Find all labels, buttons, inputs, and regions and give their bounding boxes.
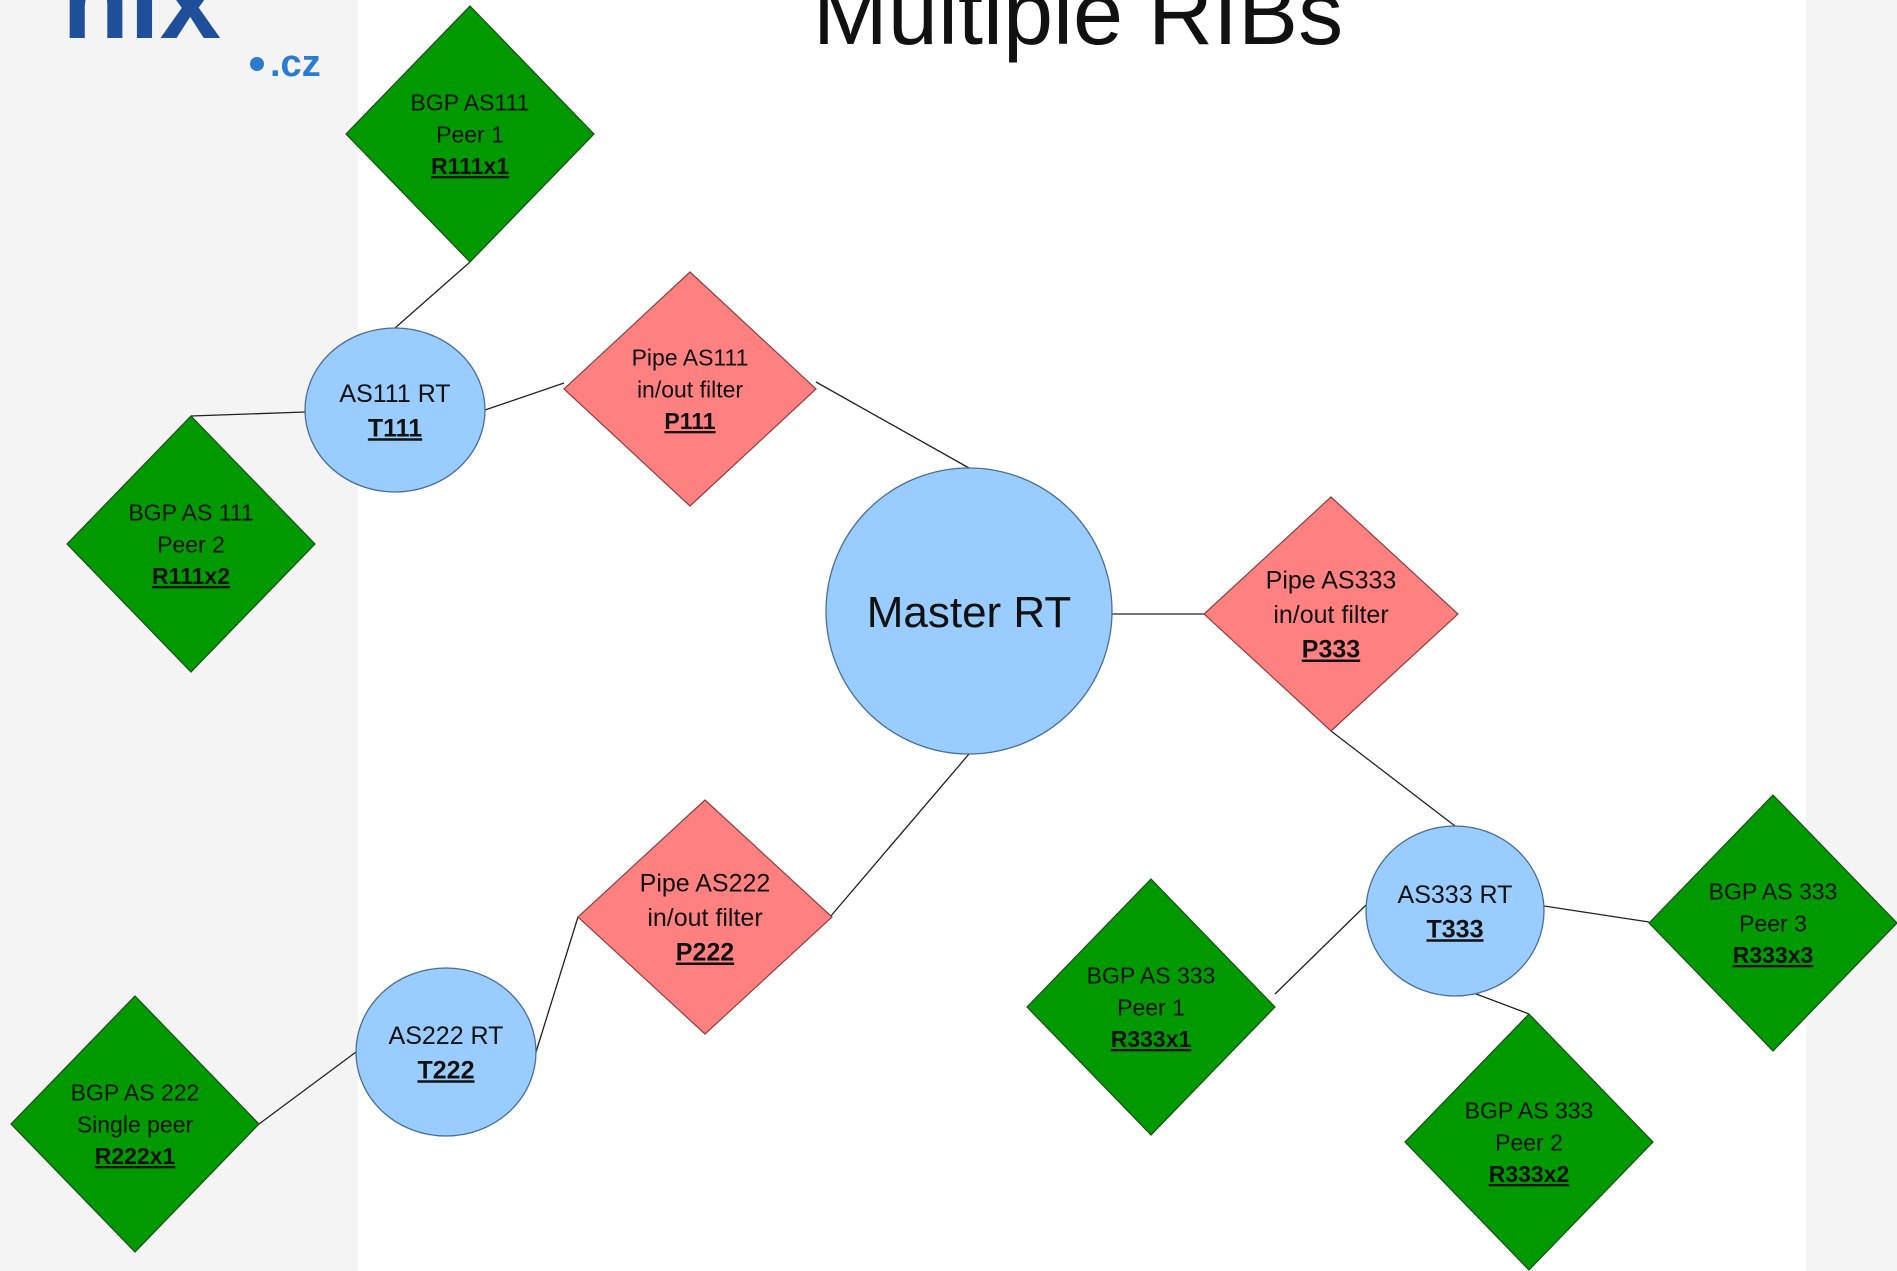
edge-r111x2-t111	[190, 411, 306, 417]
r333x2-code: R333x2	[1489, 1161, 1570, 1187]
p222-code: P222	[676, 939, 734, 967]
p111-diamond	[563, 271, 817, 507]
r222x1-code: R222x1	[95, 1143, 176, 1169]
r111x1-diamond	[345, 5, 595, 263]
r111x2-diamond	[66, 415, 316, 673]
p222-label-line: in/out filter	[647, 904, 762, 932]
r333x2-diamond	[1404, 1013, 1654, 1271]
t333-label-line: AS333 RT	[1398, 881, 1513, 909]
p333-label-line: in/out filter	[1273, 601, 1388, 629]
slide-title: Multiple RIBs	[813, 0, 1343, 64]
r333x3-diamond	[1648, 794, 1897, 1052]
r333x2-label-line: BGP AS 333	[1465, 1098, 1594, 1124]
r333x1-code: R333x1	[1111, 1026, 1192, 1052]
logo-wordmark: nix	[62, 0, 221, 62]
r111x1-label-line: BGP AS111	[411, 90, 530, 116]
diagram-edges	[190, 261, 1650, 1125]
right-margin-strip	[1806, 0, 1897, 1271]
p111-label-line: Pipe AS111	[632, 345, 749, 371]
t222-label-line: AS222 RT	[389, 1022, 504, 1050]
edge-p222-t222	[535, 916, 579, 1053]
p222-diamond	[577, 799, 833, 1035]
r111x2-label-line: BGP AS 111	[128, 500, 253, 526]
node-t111: AS111 RT T111	[304, 327, 486, 493]
p111-code: P111	[664, 408, 715, 434]
r333x1-label-line: Peer 1	[1117, 994, 1185, 1020]
p333-code: P333	[1302, 636, 1360, 664]
logo-suffix: .cz	[270, 43, 321, 85]
r111x1-code: R111x1	[431, 153, 509, 179]
edge-t111-p111	[484, 382, 565, 411]
nix-cz-logo: nix .cz	[62, 0, 321, 85]
r222x1-label-line: Single peer	[77, 1111, 194, 1137]
node-master: Master RT	[825, 467, 1113, 755]
edge-master-p222	[829, 753, 970, 918]
t222-code: T222	[418, 1056, 475, 1084]
r333x3-label-line: BGP AS 333	[1709, 879, 1838, 905]
edge-r111x1-t111	[394, 261, 471, 329]
t111-label-line: AS111 RT	[339, 380, 450, 408]
r111x2-code: R111x2	[152, 563, 230, 589]
p333-diamond	[1203, 496, 1459, 732]
t111-circle	[304, 327, 486, 493]
node-t333: AS333 RT T333	[1365, 825, 1545, 997]
p333-label-line: Pipe AS333	[1266, 567, 1397, 595]
r222x1-label-line: BGP AS 222	[71, 1080, 200, 1106]
edge-t222-r222x1	[258, 1051, 357, 1125]
r222x1-diamond	[10, 995, 260, 1253]
edge-t333-r333x3	[1543, 905, 1650, 923]
r333x1-label-line: BGP AS 333	[1087, 963, 1216, 989]
t111-code: T111	[368, 414, 422, 442]
r111x1-label-line: Peer 1	[436, 121, 504, 147]
t222-circle	[355, 967, 537, 1137]
edge-t333-r333x1	[1274, 904, 1367, 995]
p222-label-line: Pipe AS222	[640, 870, 771, 898]
edge-p333-t333	[1330, 730, 1456, 827]
edge-p111-master	[815, 381, 970, 469]
master-circle	[825, 467, 1113, 755]
r333x2-label-line: Peer 2	[1495, 1129, 1563, 1155]
r333x3-code: R333x3	[1733, 942, 1814, 968]
logo-dot-icon	[250, 57, 264, 71]
p111-label-line: in/out filter	[637, 376, 743, 402]
r111x2-label-line: Peer 2	[157, 531, 225, 557]
master-label-line: Master RT	[867, 588, 1072, 637]
r333x3-label-line: Peer 3	[1739, 910, 1807, 936]
r333x1-diamond	[1026, 878, 1276, 1136]
t333-code: T333	[1427, 915, 1484, 943]
node-t222: AS222 RT T222	[355, 967, 537, 1137]
t333-circle	[1365, 825, 1545, 997]
